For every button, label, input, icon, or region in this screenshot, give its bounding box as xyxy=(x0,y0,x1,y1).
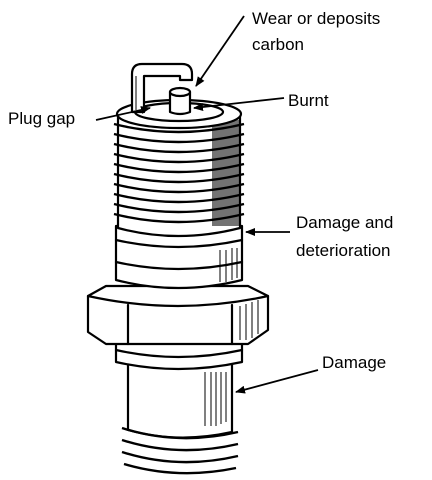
plug-gap-label: Plug gap xyxy=(8,109,75,128)
damage-leader xyxy=(235,369,319,394)
wear-leader xyxy=(195,15,245,87)
insulator-lower xyxy=(121,358,239,475)
leader-lines xyxy=(95,15,319,394)
damage-label: Damage xyxy=(322,353,386,372)
wear-label-line1: Wear or deposits xyxy=(252,9,380,28)
burnt-leader xyxy=(193,97,285,111)
body-ring xyxy=(114,224,244,290)
lower-collar xyxy=(114,336,244,371)
damage-deterioration-label-line2: deterioration xyxy=(296,241,391,260)
threaded-shell xyxy=(113,114,245,238)
plug-gap-leader xyxy=(95,106,151,121)
burnt-label: Burnt xyxy=(288,91,329,110)
hex-nut xyxy=(86,284,270,346)
spark-plug-illustration xyxy=(86,62,270,475)
ground-electrode xyxy=(130,62,194,114)
wear-label-line2: carbon xyxy=(252,35,304,54)
damage-deterioration-label-line1: Damage and xyxy=(296,213,393,232)
labels: Wear or deposits carbon Plug gap Burnt D… xyxy=(8,9,393,372)
